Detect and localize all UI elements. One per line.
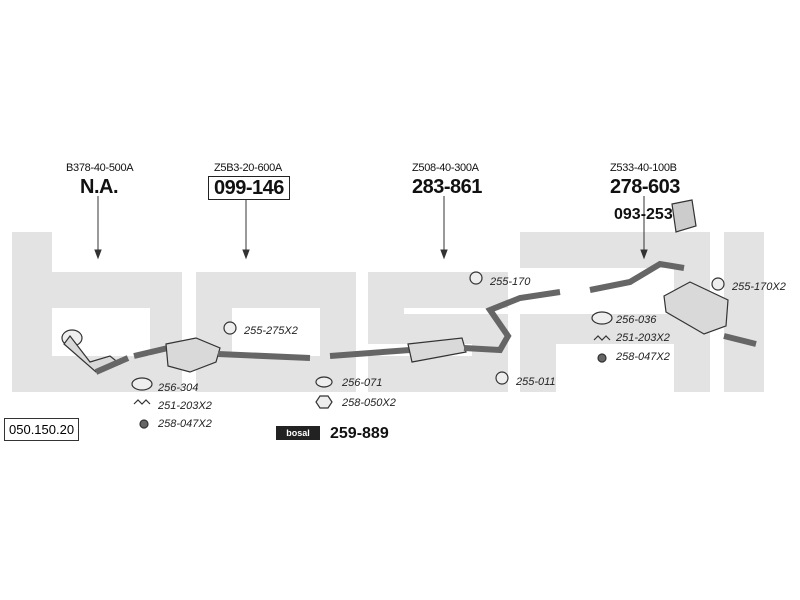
- bosal-watermark: [12, 232, 764, 392]
- part-255-011: 255-011: [516, 376, 556, 388]
- part-256-036: 256-036: [616, 314, 657, 326]
- part-255-170: 255-170: [490, 276, 531, 288]
- oe-code-rear-silencer: Z533-40-100B: [610, 162, 677, 174]
- part-258-047x2-rear: 258-047X2: [616, 351, 670, 363]
- oe-code-center-pipe: Z508-40-300A: [412, 162, 479, 174]
- part-258-047x2-front: 258-047X2: [158, 418, 212, 430]
- catalog-reference: 050.150.20: [4, 418, 80, 441]
- bosal-logo: bosal: [276, 426, 320, 440]
- part-255-170x2: 255-170X2: [732, 281, 786, 293]
- exhaust-parts: [61, 199, 757, 429]
- part-number-center-pipe: 283-861: [412, 176, 482, 198]
- oe-code-catalyst: Z5B3-20-600A: [214, 162, 282, 174]
- part-256-071: 256-071: [342, 377, 383, 389]
- part-256-304: 256-304: [158, 382, 199, 394]
- part-number-front-pipe: N.A.: [80, 176, 119, 198]
- part-255-275x2: 255-275X2: [244, 325, 298, 337]
- part-251-203x2-front: 251-203X2: [158, 400, 212, 412]
- part-number-catalyst: 099-146: [208, 176, 290, 200]
- part-number-rear-silencer: 278-603: [610, 176, 680, 198]
- part-251-203x2-rear: 251-203X2: [616, 332, 670, 344]
- part-number-heat-shield: 093-253: [614, 206, 673, 223]
- leader-lines: [94, 196, 648, 260]
- part-number-mount-kit: 259-889: [330, 425, 389, 442]
- oe-code-front-pipe: B378-40-500A: [66, 162, 134, 174]
- part-258-050x2: 258-050X2: [342, 397, 396, 409]
